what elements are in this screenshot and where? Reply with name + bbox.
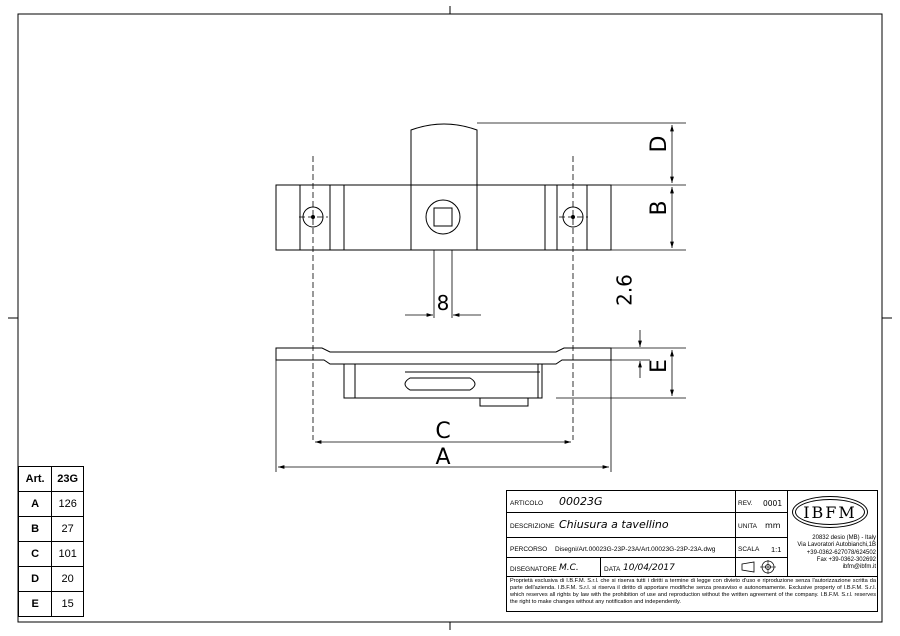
bolt-housing	[343, 363, 543, 399]
articolo-value: 00023G	[559, 495, 603, 508]
dim-label-d: D	[647, 136, 672, 153]
dimension-key: B	[17, 516, 53, 542]
data-label: DATA	[604, 566, 621, 573]
descrizione-label: DESCRIZIONE	[510, 523, 555, 530]
dimension-value: 101	[51, 541, 84, 567]
side-view	[275, 347, 612, 407]
dim-label-b: B	[647, 200, 672, 215]
dimension-lines	[275, 122, 686, 472]
scala-label: SCALA	[738, 546, 760, 553]
dimension-value: 126	[51, 491, 84, 517]
address-line: +39-0362-627078/624502	[806, 549, 876, 556]
ibfm-logo: IBFM	[792, 496, 868, 528]
percorso-label: PERCORSO	[510, 546, 548, 553]
disegnatore-value: M.C.	[559, 563, 579, 573]
dimension-value: 20	[51, 566, 84, 592]
center-lines	[299, 156, 588, 440]
unita-value: mm	[765, 521, 781, 530]
projection-symbol-icon	[741, 560, 776, 574]
scala-value: 1:1	[771, 545, 782, 554]
unita-label: UNITA	[738, 523, 758, 530]
rev-label: REV.	[738, 500, 753, 507]
dim-label-c: C	[435, 419, 450, 444]
dim-label-a: A	[435, 445, 450, 470]
dimension-value: 15	[51, 591, 84, 617]
rev-value: 0001	[763, 499, 783, 508]
percorso-value: Disegni/Art.00023G-23P-23A/Art.00023G-23…	[555, 546, 716, 553]
title-block: ARTICOLO 00023G REV. 0001 DESCRIZIONE Ch…	[506, 490, 878, 612]
knob-outline	[410, 123, 478, 185]
centering-marks	[8, 6, 892, 630]
descrizione-value: Chiusura a tavellino	[559, 518, 669, 531]
company-address: 20832 desio (MB) - Italy Via Lavoratori …	[790, 535, 876, 571]
address-line: Fax +39-0362-302692	[816, 556, 876, 563]
dimension-key: D	[17, 566, 53, 592]
dimension-key: C	[17, 541, 53, 567]
dimension-table-header-art: Art.	[17, 466, 53, 492]
dimension-value: 27	[51, 516, 84, 542]
square-hole	[433, 207, 453, 227]
address-line: Via Lavoratori Autobianchi,1B	[797, 542, 876, 549]
dimension-key: E	[17, 591, 53, 617]
center-boss	[425, 199, 461, 235]
dim-label-2-6: 2.6	[613, 274, 637, 306]
address-line: ibfm@ibfm.it	[842, 564, 876, 571]
top-view	[275, 123, 612, 251]
dim-label-8: 8	[437, 291, 450, 315]
dimension-table-header: Art. 23G	[17, 466, 84, 492]
dimension-key: A	[17, 491, 53, 517]
side-plate	[275, 347, 612, 365]
disegnatore-label: DISEGNATORE	[510, 566, 557, 573]
address-line: 20832 desio (MB) - Italy	[812, 535, 876, 541]
dim-label-e: E	[647, 359, 672, 373]
top-plate	[275, 184, 612, 251]
latch-bolt	[404, 377, 476, 391]
articolo-label: ARTICOLO	[510, 500, 544, 507]
dimension-text: D B 8 2.6 E C A	[435, 136, 672, 470]
data-value: 10/04/2017	[623, 563, 675, 573]
dimension-table-header-code: 23G	[51, 466, 84, 492]
legal-notice: Proprietà esclusiva di I.B.F.M. S.r.l. c…	[510, 578, 876, 605]
